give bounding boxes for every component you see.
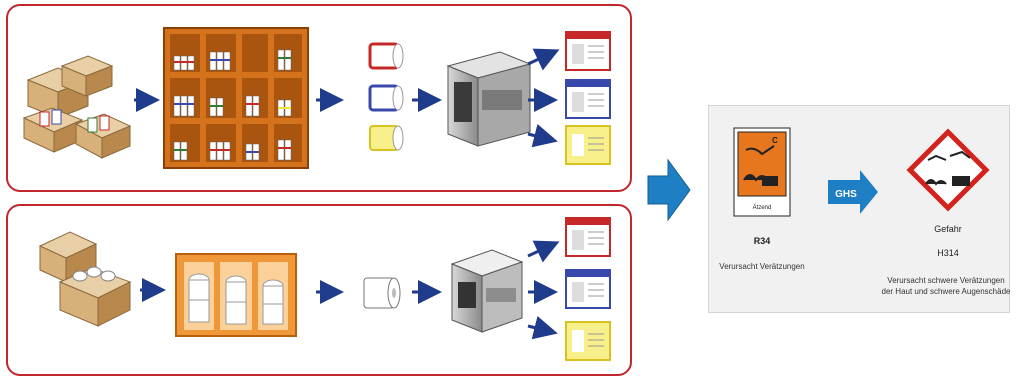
blank-label-roll-icon (363, 277, 401, 309)
old-symbol-letter: C (772, 136, 778, 145)
box-of-blank-labels-icon (38, 231, 132, 327)
output-arrows-top (527, 48, 560, 148)
label-shelf-icon (163, 27, 309, 169)
new-hazard-text-line2: der Haut und schwere Augenschäde (881, 287, 1011, 296)
old-symbol-caption: Ätzend (753, 204, 772, 211)
signal-word: Gefahr (934, 224, 962, 234)
new-hazard-code: H314 (937, 248, 959, 258)
printed-label-yellow-icon (565, 321, 611, 361)
old-corrosive-symbol-icon (733, 127, 791, 217)
cardboard-boxes-icon (22, 55, 132, 159)
ghs-arrow-label: GHS (835, 189, 857, 200)
ghs-corrosion-pictogram-icon (906, 128, 990, 212)
printed-label-blue-icon (565, 269, 611, 309)
output-arrows-bottom (527, 240, 560, 340)
printed-label-red-icon (565, 217, 611, 257)
printed-label-red-icon (565, 31, 611, 71)
colored-label-rolls-icon (368, 42, 404, 151)
ghs-arrow-icon (828, 170, 878, 214)
blank-roll-shelf-icon (175, 253, 297, 337)
printed-label-blue-icon (565, 79, 611, 119)
old-hazard-text: Verursacht Verätzungen (719, 262, 805, 271)
new-hazard-text-line1: Verursacht schwere Verätzungen (887, 276, 1005, 285)
printed-label-yellow-icon (565, 125, 611, 165)
old-hazard-code: R34 (753, 236, 771, 246)
color-label-printer-icon (450, 249, 524, 333)
industrial-label-printer-icon (446, 51, 532, 147)
big-transition-arrow (647, 158, 691, 222)
